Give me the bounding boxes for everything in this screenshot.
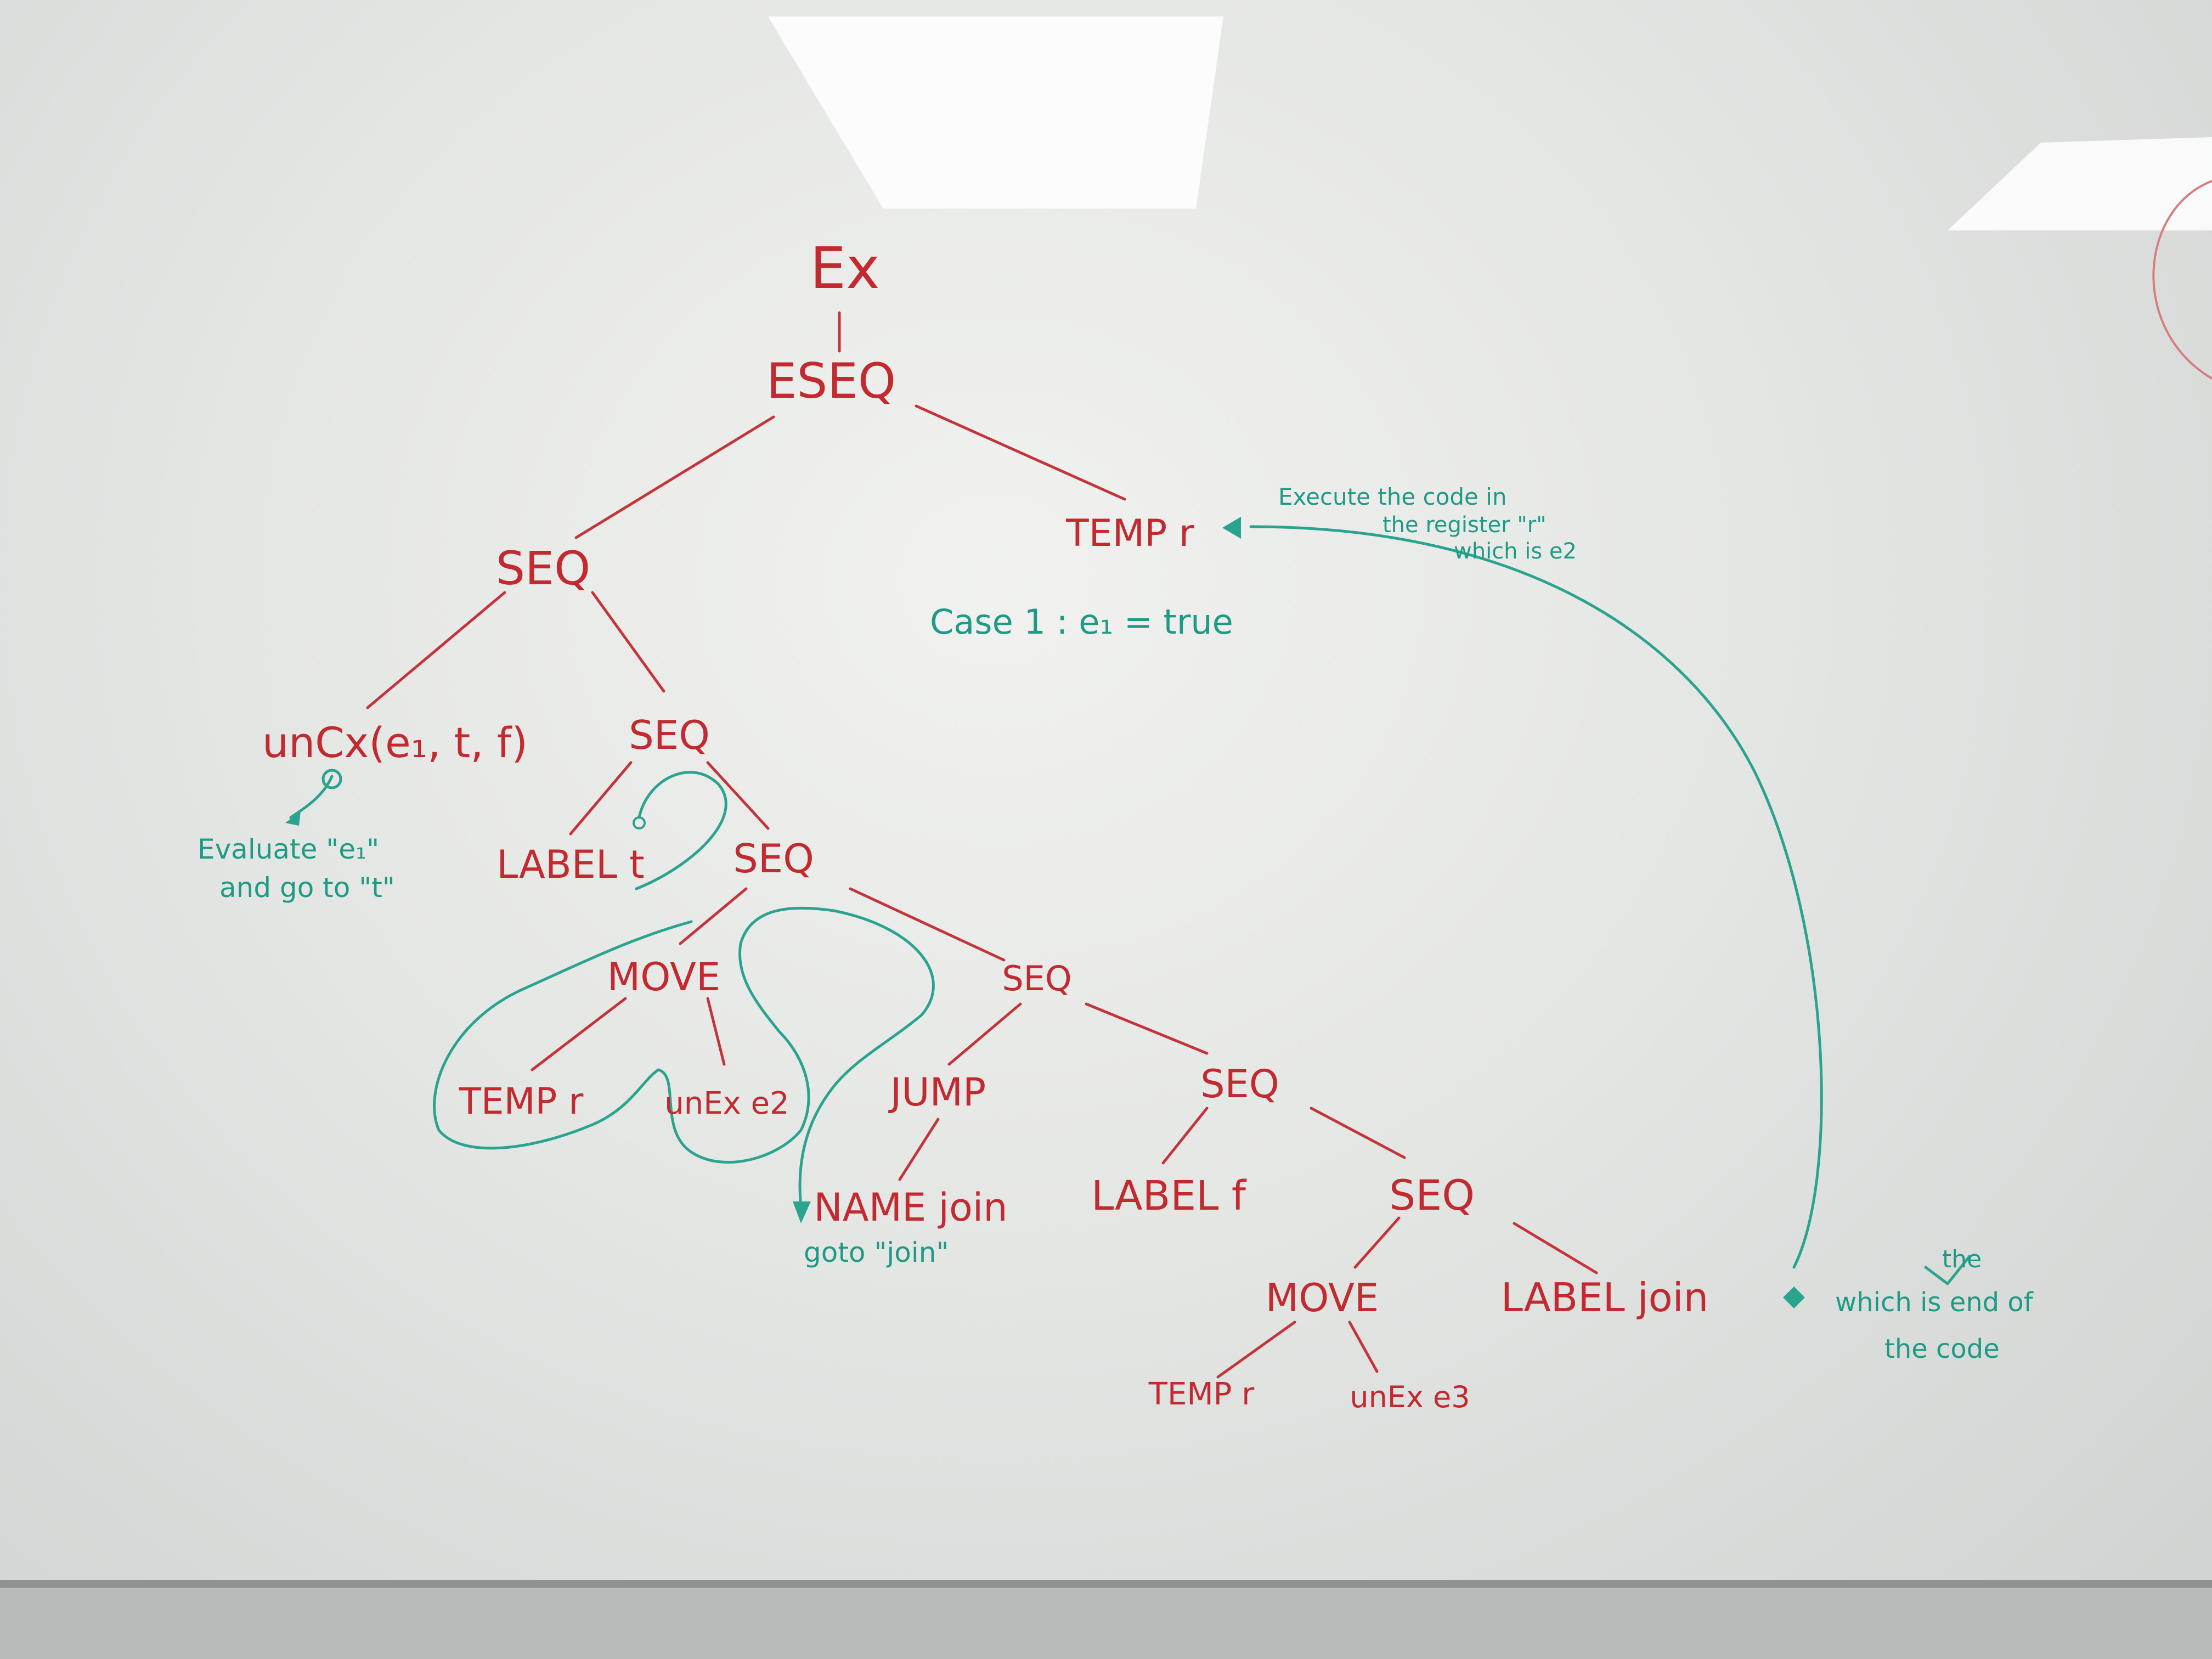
note-goto-join: goto "join" [804, 1237, 949, 1268]
node-seq-1: SEQ [496, 541, 591, 595]
node-jump: JUMP [888, 1070, 986, 1115]
arrow-evaluate [289, 775, 334, 819]
note-evaluate-2: and go to "t" [219, 872, 395, 904]
node-seq-4: SEQ [1002, 958, 1071, 998]
tree-nodes: Ex ESEQ SEQ TEMP r unCx(e₁, t, f) SEQ LA… [262, 235, 1708, 1414]
arrow-head-temp-r [1222, 517, 1241, 539]
caret-the [1924, 1255, 1971, 1285]
arrow-head-name-join [793, 1201, 811, 1223]
note-execute-3: which is e2 [1454, 539, 1577, 564]
node-move-1: MOVE [607, 955, 720, 1000]
light-reflection [1948, 137, 2212, 230]
note-end-2: the code [1884, 1334, 2000, 1364]
arrow-join-to-temp-r [1249, 525, 1823, 1269]
node-seq-2: SEQ [629, 712, 710, 758]
note-end-1: which is end of [1835, 1287, 2034, 1318]
loop-move-subtree [433, 906, 935, 1209]
note-evaluate-1: Evaluate "e₁" [198, 833, 379, 865]
node-temp-r-top: TEMP r [1065, 512, 1194, 555]
teal-annotations [285, 517, 1971, 1308]
node-seq-5: SEQ [1200, 1062, 1279, 1107]
node-label-join: LABEL join [1501, 1274, 1709, 1321]
node-eseq: ESEQ [766, 353, 896, 409]
tray-edge [0, 1580, 2212, 1588]
node-uncx: unCx(e₁, t, f) [262, 718, 528, 767]
teal-notes: Execute the code in the register "r" whi… [198, 483, 2034, 1364]
node-seq-6: SEQ [1389, 1171, 1475, 1220]
note-case1: Case 1 : e₁ = true [930, 602, 1233, 642]
node-name-join: NAME join [814, 1185, 1007, 1230]
node-temp-r-2: TEMP r [1148, 1376, 1255, 1412]
node-label-f: LABEL f [1091, 1172, 1247, 1220]
node-move-2: MOVE [1266, 1276, 1379, 1321]
node-temp-r-1: TEMP r [459, 1080, 584, 1122]
marker-tray [0, 1580, 2212, 1659]
light-reflection [768, 16, 1223, 208]
node-unex-e3: unEx e3 [1350, 1380, 1470, 1414]
node-unex-e2: unEx e2 [664, 1086, 789, 1121]
loop-label-t [635, 771, 727, 890]
node-label-t: LABEL t [496, 842, 644, 887]
node-ex: Ex [810, 235, 879, 302]
note-execute-2: the register "r" [1383, 512, 1547, 538]
partial-circle-mark [2152, 180, 2212, 380]
note-the-insert: the [1942, 1245, 1982, 1273]
node-seq-3: SEQ [733, 836, 814, 882]
tree-edges [366, 311, 1598, 1379]
note-execute-1: Execute the code in [1278, 483, 1507, 510]
